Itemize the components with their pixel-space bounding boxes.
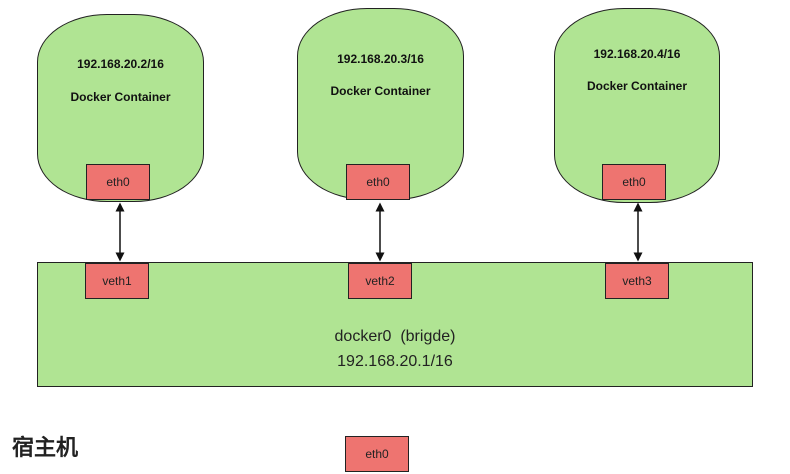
container-ip: 192.168.20.2/16 — [77, 57, 164, 71]
host-label: 宿主机 — [12, 436, 79, 461]
docker-container-1: 192.168.20.2/16 Docker Container — [37, 14, 204, 202]
veth1: veth1 — [85, 263, 149, 299]
container-name: Docker Container — [330, 84, 431, 98]
veth3: veth3 — [605, 263, 669, 299]
host-eth0: eth0 — [345, 436, 409, 472]
container-1-eth0: eth0 — [86, 164, 150, 200]
container-ip: 192.168.20.3/16 — [337, 52, 424, 66]
container-ip: 192.168.20.4/16 — [593, 47, 681, 61]
bridge-ip: 192.168.20.1/16 — [337, 353, 453, 370]
container-3-eth0: eth0 — [602, 164, 666, 200]
bridge-title: docker0 (brigde) — [334, 328, 456, 345]
veth2: veth2 — [348, 263, 412, 299]
container-name: Docker Container — [586, 79, 688, 93]
container-name: Docker Container — [70, 90, 171, 104]
container-2-eth0: eth0 — [346, 164, 410, 200]
